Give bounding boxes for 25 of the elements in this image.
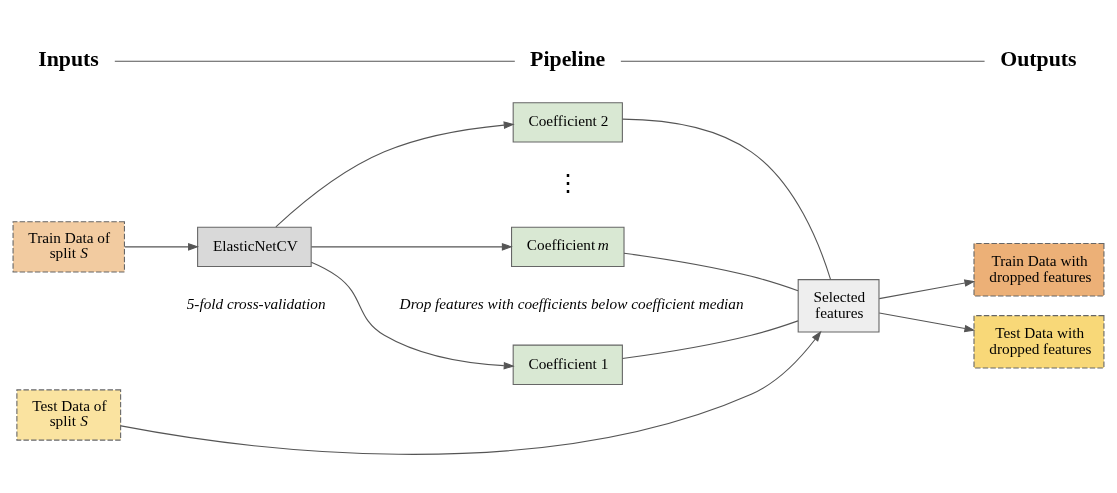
- label: Pipeline: [530, 46, 606, 71]
- node-box: Coefficient 1: [512, 344, 623, 385]
- label: ⋮: [555, 169, 580, 196]
- arrow: [120, 330, 822, 455]
- node-box: Test Data of split S: [16, 388, 122, 441]
- arrow: [878, 278, 976, 299]
- arrow: [310, 261, 515, 369]
- connector: [622, 118, 832, 280]
- node-box: Train Data with dropped features: [973, 242, 1105, 297]
- node-box: Selected features: [797, 278, 880, 333]
- node-box: Test Data with dropped features: [973, 314, 1105, 369]
- arrow: [878, 311, 976, 332]
- node-box: Coefficient 2: [512, 101, 623, 143]
- label: Outputs: [1000, 46, 1077, 71]
- connector: [623, 252, 799, 291]
- node-box: Train Data of split S: [12, 220, 125, 272]
- connector: [621, 319, 799, 359]
- arrow: [310, 242, 513, 251]
- node-box: Coefficient m: [511, 226, 625, 267]
- arrow: [275, 120, 515, 227]
- node-label: 5-fold cross-validation: [186, 294, 326, 312]
- arrow: [124, 242, 199, 251]
- label: Drop features with coefficients below coefficient median: [399, 294, 744, 312]
- label: Inputs: [38, 46, 99, 71]
- node-box: ElasticNetCV: [197, 226, 312, 267]
